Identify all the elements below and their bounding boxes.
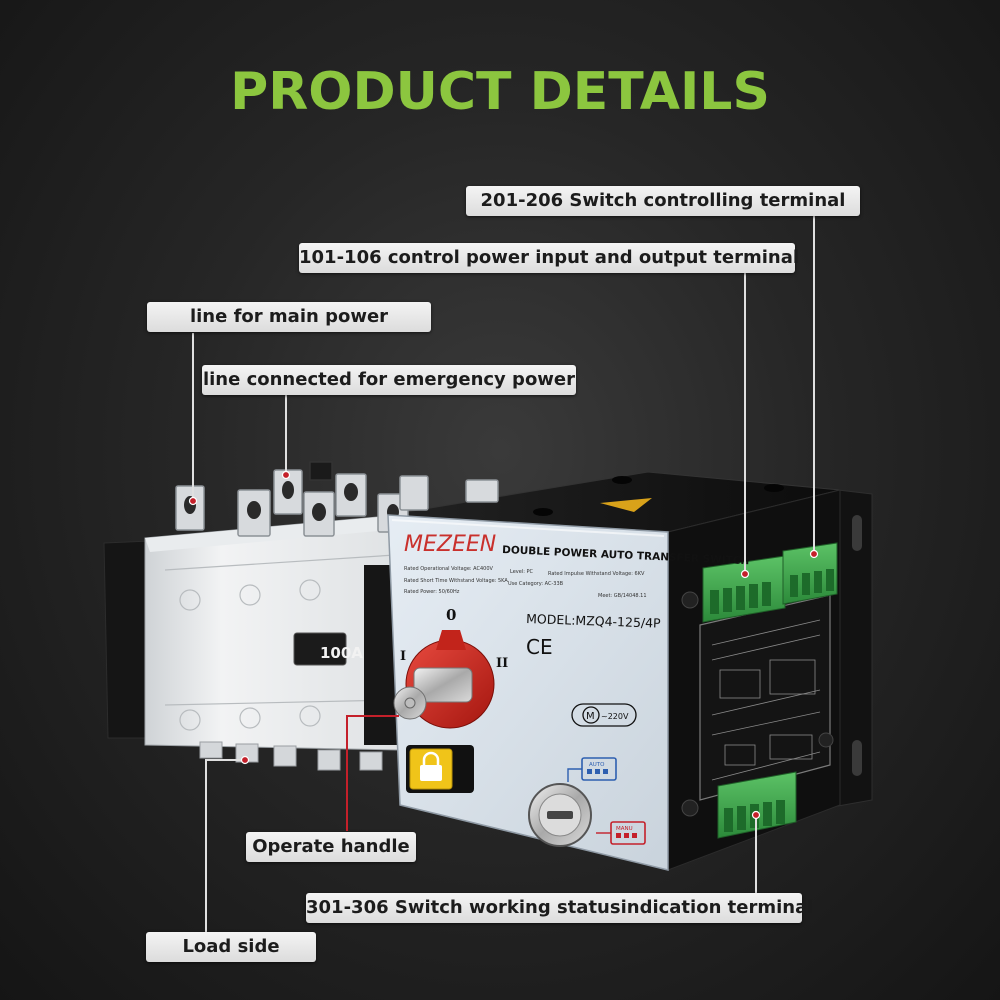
spec-standard: Meet: GB/14048.11	[598, 593, 647, 599]
spec-rated-power: Rated Power: 50/60Hz	[404, 589, 460, 595]
spec-impulse-voltage: Rated Impulse Withstand Voltage: 6KV	[548, 571, 645, 577]
svg-text:MANU: MANU	[616, 826, 633, 832]
mounting-bracket	[837, 489, 873, 807]
svg-text:M: M	[586, 711, 595, 722]
auto-mode-icon: AUTO	[567, 757, 617, 782]
padlock-button[interactable]	[406, 745, 474, 793]
model-number: MODEL:MZQ4-125/4P	[526, 611, 661, 631]
callout-load-side: Load side	[146, 932, 316, 962]
position-1-mark: I	[400, 649, 406, 664]
position-2-mark: II	[496, 656, 508, 671]
terminal-block-101-106	[702, 555, 786, 623]
callout-switch-controlling-terminal: 201-206 Switch controlling terminal	[466, 186, 860, 216]
current-rating: 100A	[320, 644, 363, 662]
key-switch[interactable]	[528, 783, 592, 847]
spec-short-time: Rated Short Time Withstand Voltage: 5KA	[404, 578, 508, 584]
callout-main-power-line: line for main power	[147, 302, 431, 332]
ce-mark: CE	[526, 635, 553, 659]
wiring-diagram	[699, 594, 831, 801]
callout-operate-handle: Operate handle	[246, 832, 416, 862]
spec-use-category: Use Category: AC-33B	[508, 581, 564, 587]
motor-symbol: M ~220V	[571, 703, 637, 727]
brand-logo: MEZEEN	[404, 532, 496, 557]
breaker-body	[144, 514, 410, 771]
breaker-end-plate	[103, 540, 151, 739]
leader-line-operate-handle	[346, 715, 399, 831]
callout-emergency-power-line: line connected for emergency power	[202, 365, 576, 395]
spec-rated-voltage: Rated Operational Voltage: AC400V	[404, 566, 494, 572]
spec-level: Level: PC	[510, 569, 533, 575]
callout-status-indication-terminal: 301-306 Switch working statusindication …	[306, 893, 813, 923]
page-title: PRODUCT DETAILS	[230, 62, 770, 122]
svg-text:AUTO: AUTO	[589, 762, 605, 768]
terminal-block-201-206	[782, 542, 838, 605]
operate-handle[interactable]	[393, 630, 495, 729]
rating-plate	[293, 632, 347, 666]
callout-control-power-terminal: 101-106 control power input and output t…	[299, 243, 799, 273]
svg-text:~220V: ~220V	[601, 712, 629, 721]
position-off-mark: 0	[446, 606, 456, 624]
manual-mode-icon: MANU	[596, 821, 646, 845]
warning-label	[600, 498, 652, 512]
leader-line-load-side	[205, 759, 245, 932]
